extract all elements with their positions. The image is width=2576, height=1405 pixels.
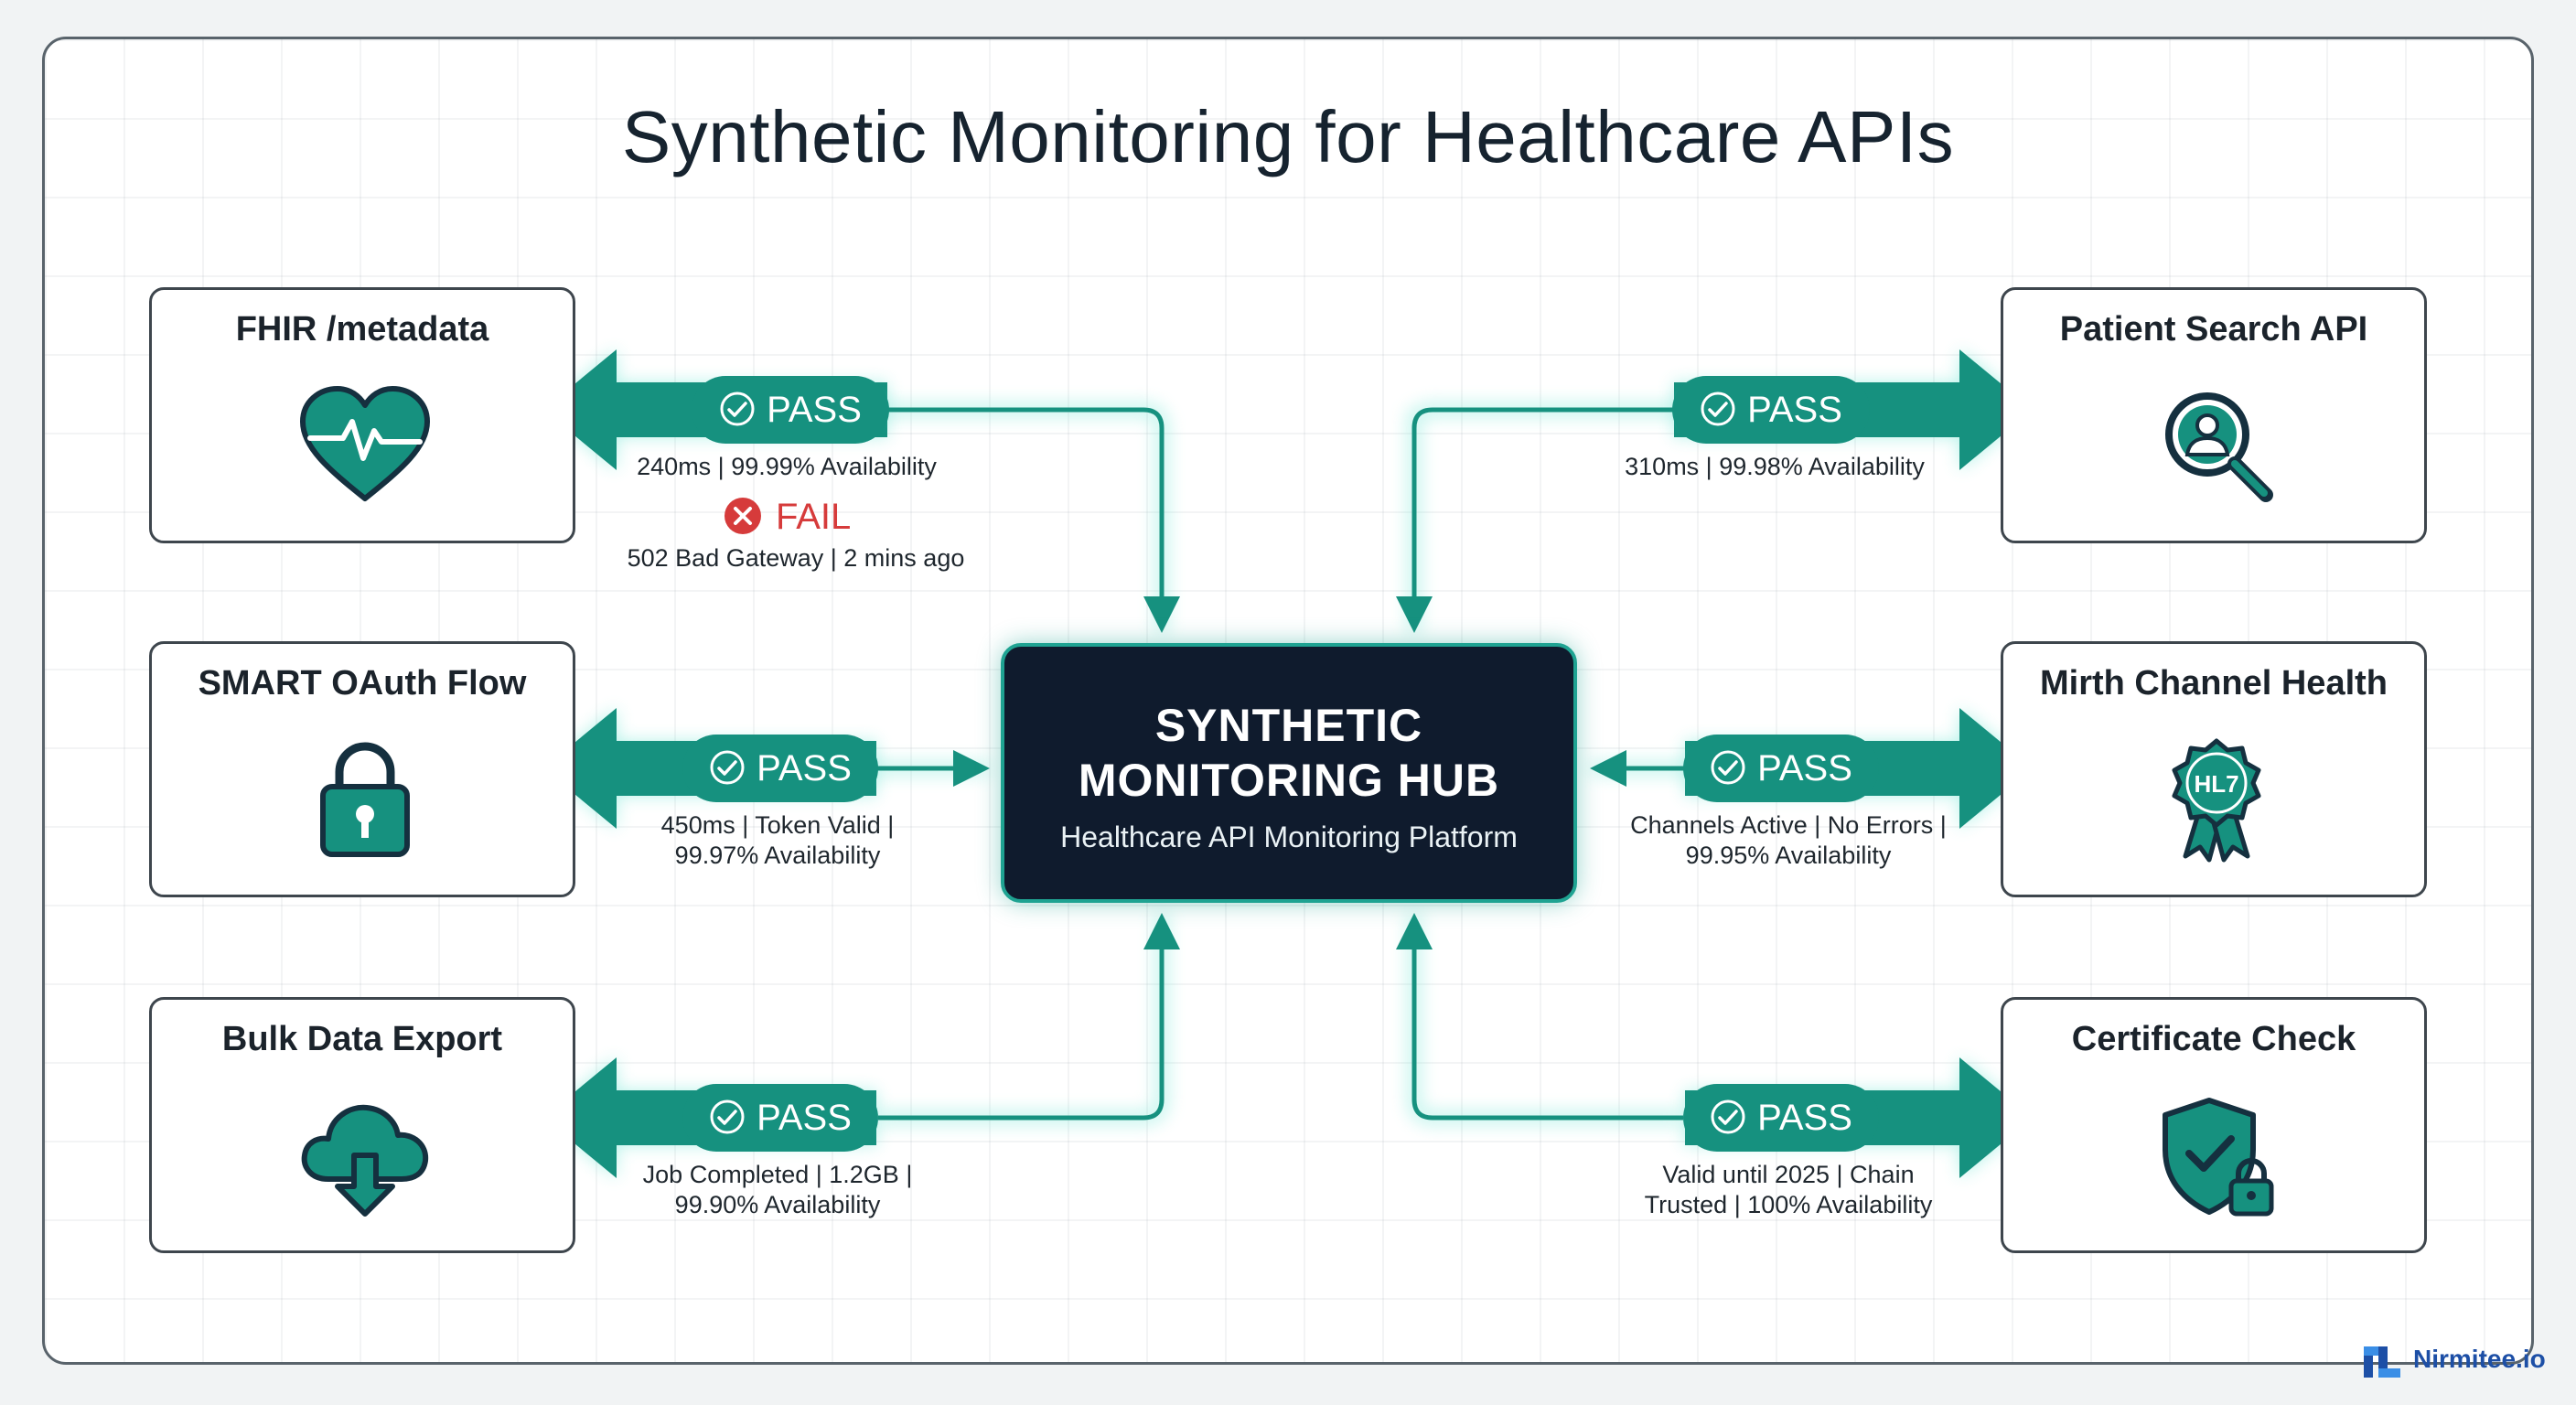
pass-badge-certificate: PASS [1683,1084,1879,1152]
status-label: PASS [1757,1098,1852,1138]
pass-badge-mirth: PASS [1683,735,1879,802]
detail-certificate: Valid until 2025 | Chain Trusted | 100% … [1644,1161,1933,1218]
check-circle-icon [1701,391,1735,426]
status-label: PASS [757,748,852,788]
node-mirth-channel: Mirth Channel Health HL7 [2001,641,2427,897]
node-title: Mirth Channel Health [2039,664,2388,702]
pass-badge-smart: PASS [682,735,878,802]
shield-lock-icon [2143,1091,2290,1219]
hl7-rosette-icon: HL7 [2143,735,2290,863]
connector-fhir-to-hub [878,407,1180,633]
connector-patient-to-hub [1396,407,1683,633]
check-circle-icon [1711,1099,1745,1134]
detail-fhir: 240ms | 99.99% Availability [637,453,937,480]
status-label: PASS [757,1098,852,1138]
status-label: PASS [1757,748,1852,788]
fail-message-fhir: 502 Bad Gateway | 2 mins ago [627,544,965,572]
detail-bulk: Job Completed | 1.2GB | 99.90% Availabil… [642,1161,913,1218]
node-fhir-metadata: FHIR /metadata [149,287,575,543]
error-x-icon [724,498,761,535]
patient-search-icon [2143,381,2290,509]
hub-subtitle: Healthcare API Monitoring Platform [1060,820,1518,853]
pass-badge-patient: PASS [1672,376,1870,444]
check-circle-icon [710,1099,745,1134]
hub-connectors [869,407,1692,1121]
pass-badge-bulk: PASS [682,1084,878,1152]
connector-cert-to-hub [1396,913,1683,1121]
node-title: FHIR /metadata [235,310,489,349]
node-smart-oauth: SMART OAuth Flow [149,641,575,897]
monitoring-hub: SYNTHETIC MONITORING HUB Healthcare API … [1001,643,1577,903]
node-title: Patient Search API [2059,310,2368,349]
detail-smart: 450ms | Token Valid | 99.97% Availabilit… [660,811,895,869]
brand-name: Nirmitee.io [2413,1345,2546,1373]
connector-bulk-to-hub [878,913,1180,1121]
diagram-title: Synthetic Monitoring for Healthcare APIs [621,96,1955,177]
hub-title: SYNTHETIC MONITORING HUB [1078,700,1500,806]
padlock-icon [292,735,438,863]
pass-badge-fhir: PASS [692,376,889,444]
check-circle-icon [710,750,745,785]
fail-badge-fhir: FAIL [723,491,851,542]
node-title: Certificate Check [2071,1020,2356,1058]
status-label: PASS [767,390,862,430]
cloud-download-icon [292,1091,438,1219]
check-circle-icon [1711,750,1745,785]
node-patient-search: Patient Search API [2001,287,2427,543]
detail-patient: 310ms | 99.98% Availability [1625,453,1925,480]
hl7-label: HL7 [2194,770,2238,798]
status-label: PASS [1747,390,1842,430]
node-title: SMART OAuth Flow [198,664,527,702]
fail-label: FAIL [776,497,852,537]
node-bulk-data-export: Bulk Data Export [149,997,575,1253]
check-circle-icon [720,391,755,426]
node-title: Bulk Data Export [221,1020,503,1058]
node-certificate-check: Certificate Check [2001,997,2427,1253]
detail-mirth: Channels Active | No Errors | 99.95% Ava… [1630,811,1947,869]
heart-pulse-icon [292,381,438,509]
nirmitee-logo-icon [2364,1346,2400,1378]
